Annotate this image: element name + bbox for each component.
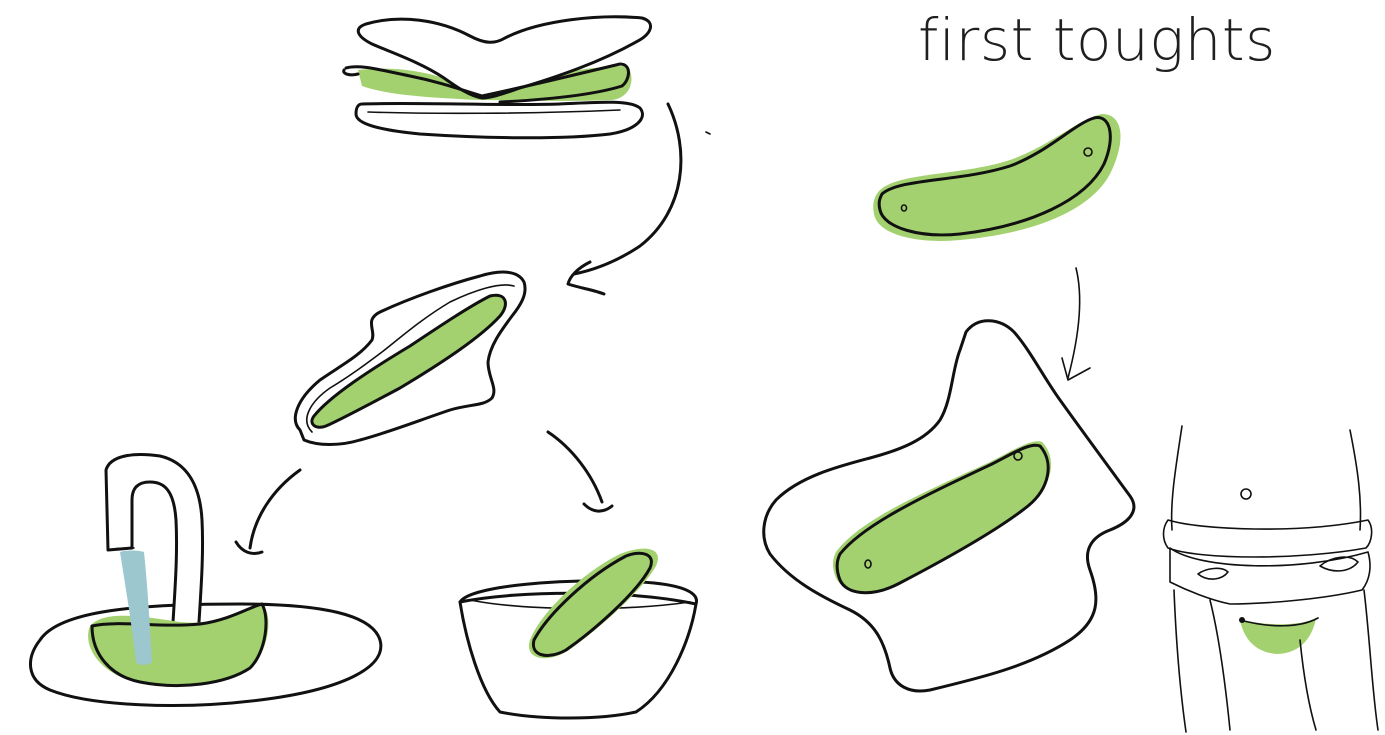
folded-pad-icon <box>344 17 651 138</box>
arrow-open-to-bowl <box>548 432 612 511</box>
liner-icon <box>873 114 1120 241</box>
open-pad-icon <box>295 272 525 444</box>
bowl-icon <box>460 549 697 718</box>
underwear-pad-icon <box>764 321 1134 691</box>
arrow-open-to-tap <box>236 470 300 554</box>
tap-sink-icon <box>31 455 381 706</box>
arrow-liner-to-pad <box>1062 268 1090 380</box>
body-underwear-icon <box>1164 426 1379 732</box>
